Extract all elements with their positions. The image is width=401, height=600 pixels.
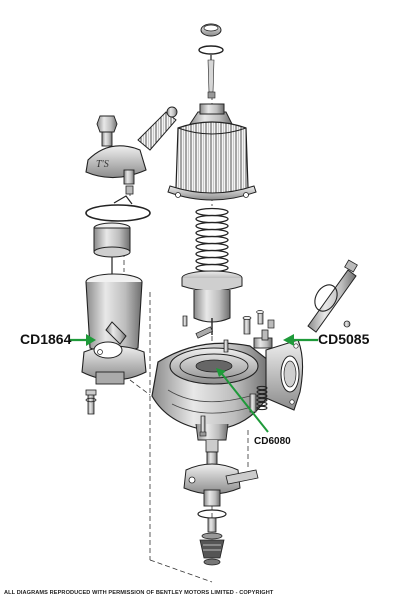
- float-chamber-bolt: [85, 389, 97, 415]
- label-cd5085: CD5085: [318, 331, 370, 347]
- float: [93, 222, 131, 275]
- suction-chamber: [167, 103, 257, 201]
- arrow-cd1864-head: [86, 334, 96, 346]
- spring-cd6080: [256, 385, 268, 411]
- throttle-spindle: [307, 259, 358, 333]
- label-cd6080: CD6080: [254, 436, 291, 447]
- pointer-arrows: [70, 334, 318, 433]
- piston: [181, 270, 243, 335]
- body-screws: [182, 310, 275, 437]
- piston-spring: [195, 207, 229, 273]
- jet-assembly: [183, 451, 259, 566]
- svg-text:T'S: T'S: [96, 159, 109, 170]
- label-cd1864: CD1864: [20, 331, 72, 347]
- copyright-notice: ALL DIAGRAMS REPRODUCED WITH PERMISSION …: [4, 590, 274, 596]
- float-chamber-gasket: [85, 195, 151, 222]
- arrow-cd6080: [221, 373, 269, 433]
- carburettor-body: [151, 329, 304, 453]
- float-chamber-lid: T'S: [85, 106, 178, 195]
- arrow-cd6080-head: [216, 368, 226, 377]
- float-chamber: [81, 273, 147, 385]
- arrow-cd5085-head: [283, 334, 294, 346]
- damper-cap: [198, 23, 224, 99]
